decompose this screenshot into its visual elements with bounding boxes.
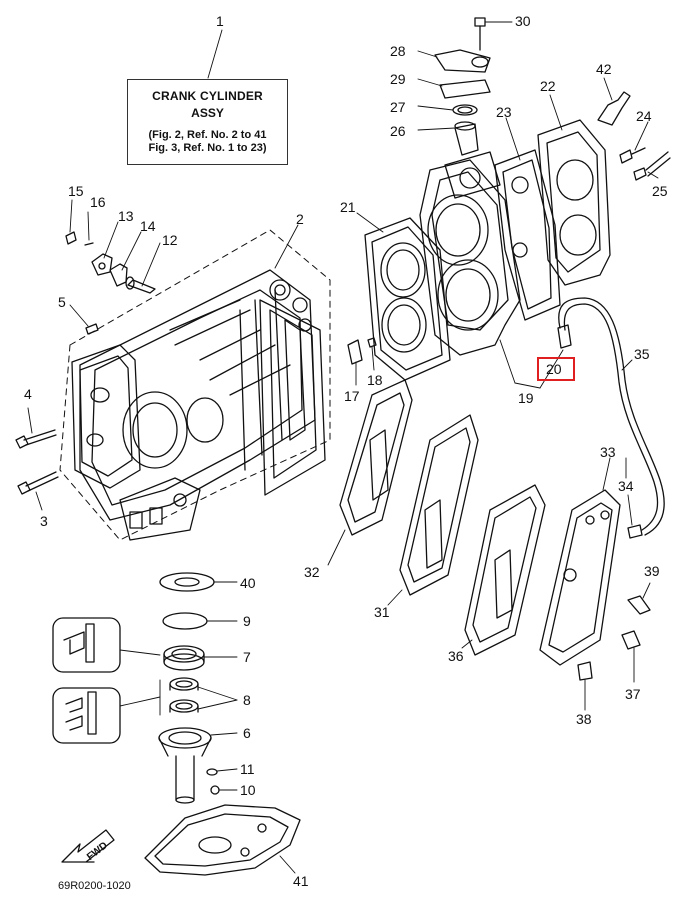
title-line-2: ASSY	[191, 106, 224, 120]
part-20-highlight-box	[537, 357, 575, 381]
title-ref-line-2: Fig. 3, Ref. No. 1 to 23)	[148, 142, 267, 154]
part-label-25[interactable]: 25	[652, 183, 668, 199]
part-label-24[interactable]: 24	[636, 108, 652, 124]
part-label-30[interactable]: 30	[515, 13, 531, 29]
part-label-20[interactable]: 20	[546, 361, 562, 377]
title-box: CRANK CYLINDER ASSY (Fig. 2, Ref. No. 2 …	[127, 79, 288, 165]
part-label-38[interactable]: 38	[576, 711, 592, 727]
seal-detail-callouts	[52, 617, 161, 744]
part-label-37[interactable]: 37	[625, 686, 641, 702]
title-leader-line	[207, 29, 223, 79]
part-label-11[interactable]: 11	[240, 761, 255, 777]
part-label-42[interactable]: 42	[596, 61, 612, 77]
part-label-17[interactable]: 17	[344, 388, 360, 404]
part-label-41[interactable]: 41	[293, 873, 309, 889]
part-label-21[interactable]: 21	[340, 199, 356, 215]
part-label-39[interactable]: 39	[644, 563, 660, 579]
part-label-33[interactable]: 33	[600, 444, 616, 460]
part-label-40[interactable]: 40	[240, 575, 256, 591]
water-hose	[558, 297, 665, 536]
bolts-left	[15, 304, 99, 511]
part-label-3[interactable]: 3	[40, 513, 48, 529]
part-label-10[interactable]: 10	[240, 782, 256, 798]
part-label-26[interactable]: 26	[390, 123, 406, 139]
part-label-5[interactable]: 5	[58, 294, 66, 310]
part-label-36[interactable]: 36	[448, 648, 464, 664]
part-label-8[interactable]: 8	[243, 692, 251, 708]
title-ref-line-1: (Fig. 2, Ref. No. 2 to 41	[148, 129, 267, 141]
part-label-29[interactable]: 29	[390, 71, 406, 87]
part-label-14[interactable]: 14	[140, 218, 156, 234]
part-label-31[interactable]: 31	[374, 604, 390, 620]
part-label-19[interactable]: 19	[518, 390, 534, 406]
part-label-23[interactable]: 23	[496, 104, 512, 120]
crankcase-leader-line	[274, 224, 299, 269]
diagram-code: 69R0200-1020	[58, 880, 131, 892]
small-fittings-group	[65, 199, 161, 294]
crankcase-assembly	[59, 229, 331, 541]
cylinder-block	[347, 17, 671, 389]
part-label-16[interactable]: 16	[90, 194, 106, 210]
part-label-34[interactable]: 34	[618, 478, 634, 494]
part-label-32[interactable]: 32	[304, 564, 320, 580]
part-label-4[interactable]: 4	[24, 386, 32, 402]
part-label-22[interactable]: 22	[540, 78, 556, 94]
part-label-13[interactable]: 13	[118, 208, 134, 224]
part-label-6[interactable]: 6	[243, 725, 251, 741]
part-label-18[interactable]: 18	[367, 372, 383, 388]
part-label-9[interactable]: 9	[243, 613, 251, 629]
part-label-2[interactable]: 2	[296, 211, 304, 227]
part-label-1[interactable]: 1	[216, 13, 224, 29]
part-label-15[interactable]: 15	[68, 183, 84, 199]
gasket-set	[327, 379, 651, 711]
fwd-arrow-icon	[61, 829, 115, 863]
part-label-7[interactable]: 7	[243, 649, 251, 665]
title-line-1: CRANK CYLINDER	[152, 89, 263, 103]
part-label-27[interactable]: 27	[390, 99, 406, 115]
lower-bearing-stack	[144, 572, 301, 876]
part-label-28[interactable]: 28	[390, 43, 406, 59]
part-label-35[interactable]: 35	[634, 346, 650, 362]
part-label-12[interactable]: 12	[162, 232, 178, 248]
